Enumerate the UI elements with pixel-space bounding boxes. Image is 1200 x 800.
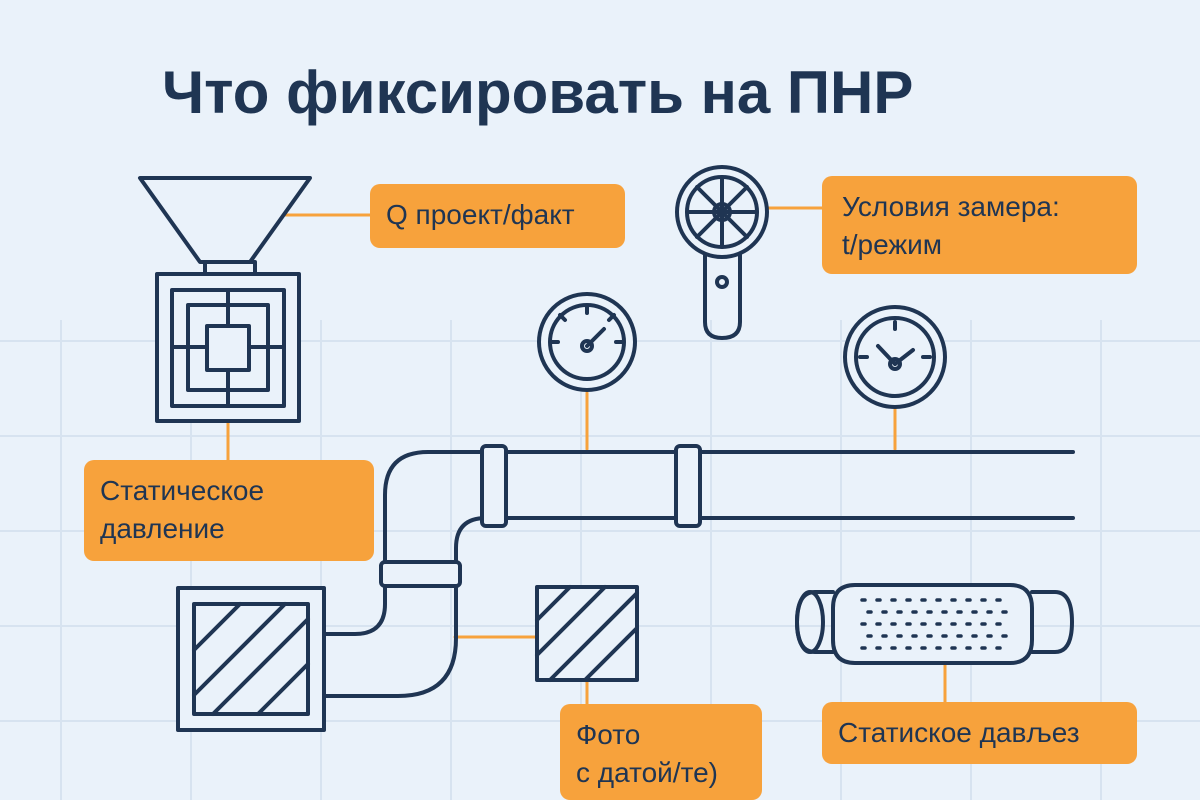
- pressure-gauge-2-icon: [843, 305, 947, 409]
- pressure-gauge-1-icon: [537, 292, 637, 392]
- label-text: Q проект/факт: [386, 199, 575, 230]
- label-text-line1: Условия замера:: [842, 191, 1060, 222]
- label-text-line1: Статическое: [100, 475, 265, 506]
- exhaust-grille-icon: [176, 586, 326, 732]
- hood-icon: [138, 176, 312, 276]
- label-q-project-fact: Q проект/факт: [370, 184, 625, 248]
- silencer-icon: [795, 583, 1074, 665]
- page-title: Что фиксировать на ПНР: [162, 59, 914, 126]
- label-static-davez: Статиское дављез: [822, 702, 1137, 764]
- label-photo: Фото с датой/те): [560, 704, 762, 800]
- duct-icon: [323, 444, 1075, 698]
- label-text-line2: t/режим: [842, 229, 943, 260]
- leader-lines: [226, 206, 947, 707]
- label-text-line2: давление: [100, 513, 225, 544]
- photo-grille-icon: [535, 585, 639, 682]
- silencer-perforation: [860, 598, 1012, 650]
- label-static-pressure: Статическое давление: [84, 460, 374, 561]
- label-text-line1: Фото: [576, 719, 641, 750]
- label-text: Статиское дављез: [838, 717, 1080, 748]
- diffuser-icon: [155, 272, 301, 423]
- label-measure-conditions: Условия замера: t/режим: [822, 176, 1137, 274]
- anemometer-icon: [675, 165, 769, 340]
- label-text-line2: с датой/те): [576, 757, 718, 788]
